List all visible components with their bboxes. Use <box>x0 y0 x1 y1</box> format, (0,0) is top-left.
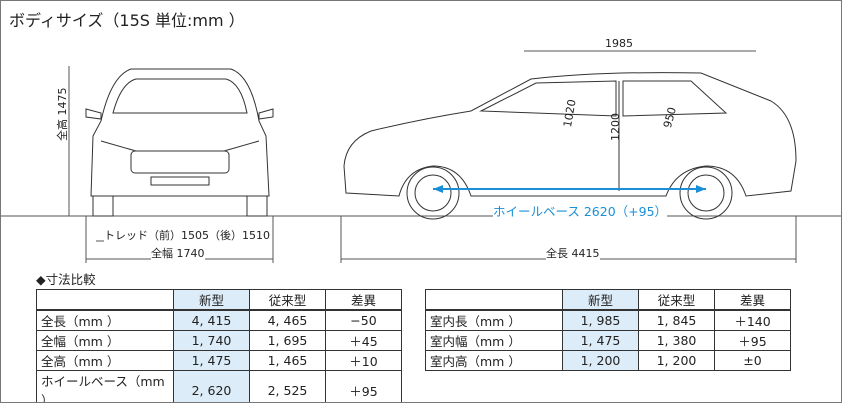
side-view-car <box>343 72 797 220</box>
table-cell: 1, 465 <box>249 350 326 371</box>
table-cell: 2, 525 <box>249 370 326 402</box>
tread-label: トレッド（前）1505（後）1510 <box>104 227 270 243</box>
table-cell: 1, 475 <box>173 350 250 371</box>
table-cell: ＋95 <box>714 330 791 351</box>
table-cell: 室内長（mm ） <box>425 309 563 331</box>
table-cell: ±0 <box>714 350 791 371</box>
interior-length-label: 1985 <box>605 37 633 50</box>
table-cell: 全幅（mm ） <box>36 330 174 351</box>
table-cell: 室内高（mm ） <box>425 350 563 371</box>
table-cell <box>425 289 563 311</box>
table-cell: 差異 <box>714 289 791 311</box>
table-cell: 従来型 <box>638 289 715 311</box>
width-label: 全幅 1740 <box>151 245 205 261</box>
table-cell: 差異 <box>325 289 402 311</box>
table-cell: 2, 620 <box>173 370 250 402</box>
table-cell: ＋45 <box>325 330 402 351</box>
table-cell: 新型 <box>562 289 639 311</box>
table-cell: 新型 <box>173 289 250 311</box>
table-cell: 1, 695 <box>249 330 326 351</box>
table-cell: 4, 465 <box>249 309 326 331</box>
wheelbase-label: ホイールベース 2620（+95） <box>493 201 668 220</box>
table-cell: ＋140 <box>714 309 791 331</box>
table-cell: 1, 200 <box>562 350 639 371</box>
table-cell: 1, 845 <box>638 309 715 331</box>
table-cell: 1, 985 <box>562 309 639 331</box>
table-cell: 1, 200 <box>638 350 715 371</box>
table-cell: 室内幅（mm ） <box>425 330 563 351</box>
table-cell: ホイールベース（mm ） <box>36 370 174 402</box>
table-cell: 全長（mm ） <box>36 309 174 331</box>
table-cell: 1, 740 <box>173 330 250 351</box>
table-cell: −50 <box>325 309 402 331</box>
car-drawings <box>1 50 841 263</box>
table-cell: 1, 475 <box>562 330 639 351</box>
table-cell: ＋10 <box>325 350 402 371</box>
page-title: ボディサイズ（15S 単位:mm ） <box>9 11 245 30</box>
table-cell: 全高（mm ） <box>36 350 174 371</box>
interior-height-label: 1200 <box>609 113 622 141</box>
table-cell: 1, 380 <box>638 330 715 351</box>
table-cell <box>36 289 174 311</box>
table-cell: 従来型 <box>249 289 326 311</box>
height-label: 全高 1475 <box>56 87 69 142</box>
length-label: 全長 4415 <box>546 245 600 261</box>
table-cell: ＋95 <box>325 370 402 402</box>
table-header: 新型従来型差異 <box>425 289 791 311</box>
table-header: 新型従来型差異 <box>36 289 402 311</box>
comparison-heading: ◆寸法比較 <box>36 272 96 287</box>
front-view-car <box>85 68 274 217</box>
table-cell: 4, 415 <box>173 309 250 331</box>
